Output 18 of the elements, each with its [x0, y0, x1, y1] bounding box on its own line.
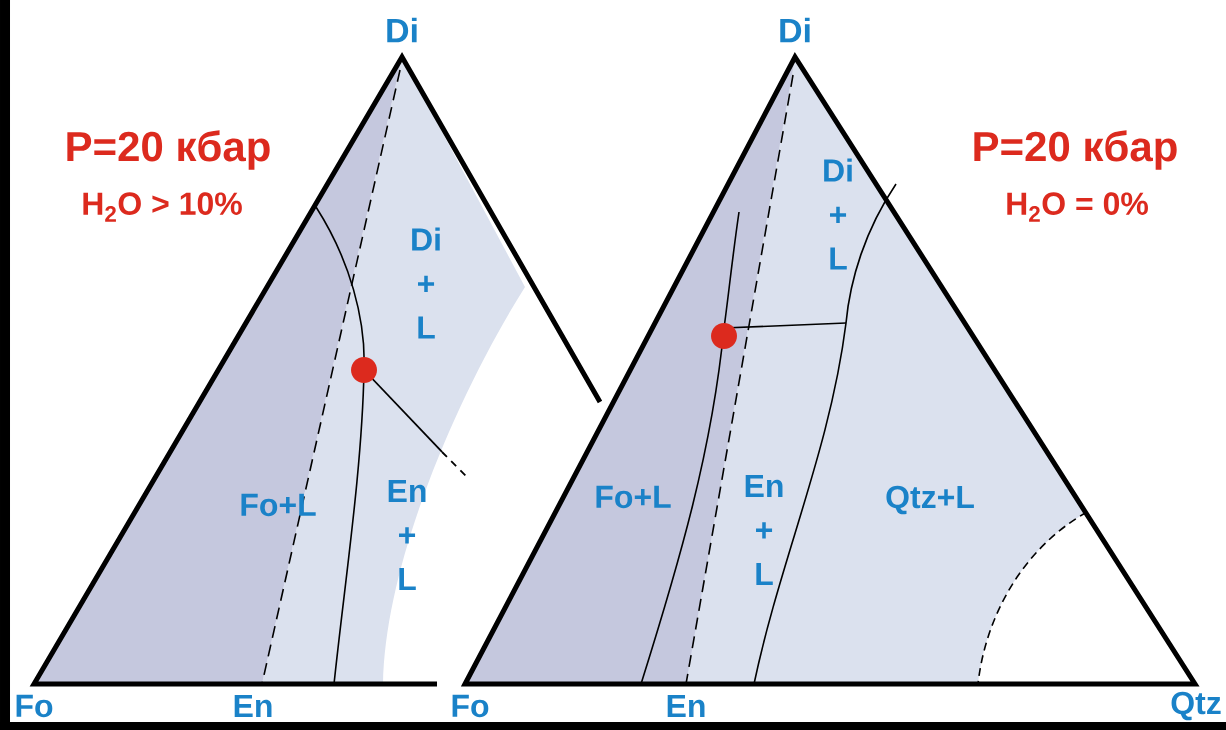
- vertex-label: Qtz: [1171, 691, 1221, 721]
- phase-field-label: Qtz+L: [886, 485, 974, 515]
- vertex-label: En: [667, 695, 705, 717]
- water-content-label: H$_{2}$O > 10%: [83, 192, 242, 222]
- phase-field-label: Fo+L: [241, 493, 316, 517]
- vertex-label: Di: [780, 17, 810, 43]
- pressure-label: P=20 кбар: [974, 130, 1177, 170]
- pressure-label: P=20 кбар: [67, 130, 270, 170]
- water-content-label: H$_{2}$O = 0%: [1007, 192, 1148, 222]
- phase-field-label: En + L: [388, 480, 426, 590]
- vertex-label: Di: [387, 17, 417, 43]
- phase-field-label: Di + L: [412, 227, 440, 339]
- vertex-label: Fo: [16, 694, 53, 718]
- vertex-label: Fo: [452, 694, 489, 718]
- vertex-label: En: [234, 695, 272, 717]
- phase-field-label: En + L: [745, 475, 783, 585]
- phase-field-label: Di + L: [824, 158, 852, 270]
- phase-field-label: Fo+L: [596, 485, 671, 509]
